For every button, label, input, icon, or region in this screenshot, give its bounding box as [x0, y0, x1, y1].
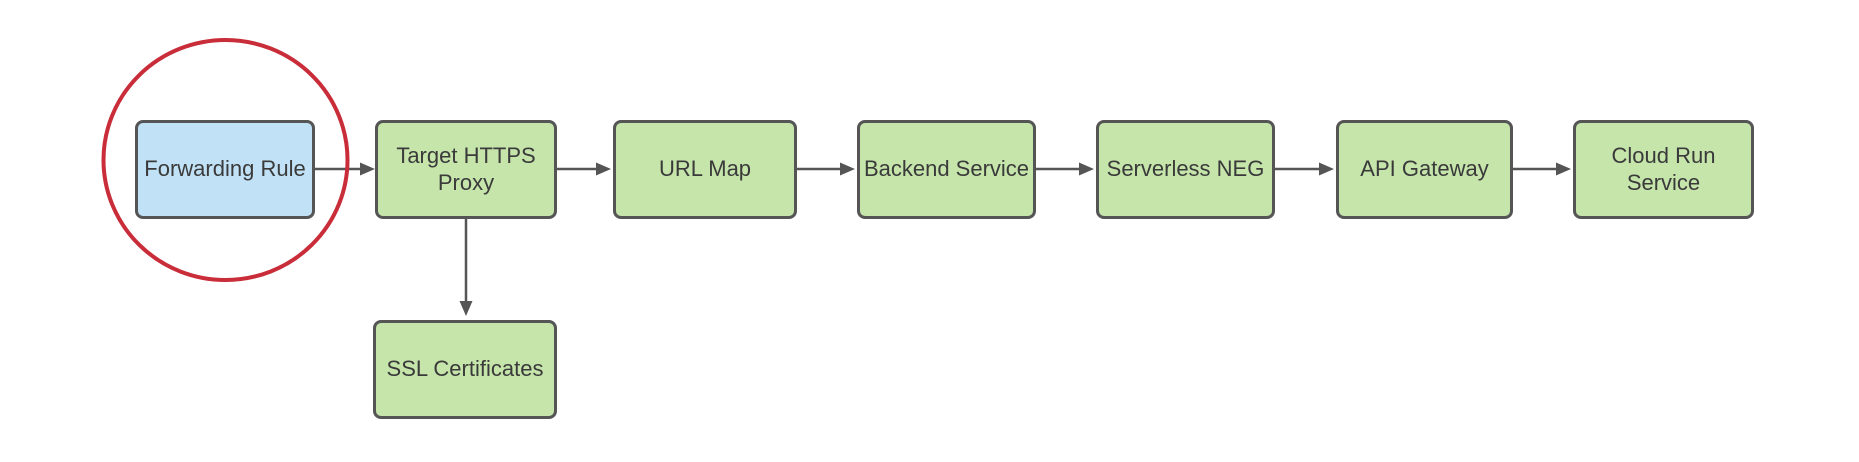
arrow-forwarding-rule-to-target-https-proxy [315, 162, 375, 176]
node-ssl-certificates: SSL Certificates [373, 320, 557, 419]
node-serverless-neg: Serverless NEG [1096, 120, 1275, 219]
node-backend-service: Backend Service [857, 120, 1036, 219]
node-url-map: URL Map [613, 120, 797, 219]
node-cloud-run-service: Cloud Run Service [1573, 120, 1754, 219]
arrow-target-https-proxy-to-url-map [557, 162, 611, 176]
arrow-serverless-neg-to-api-gateway [1275, 162, 1334, 176]
node-forwarding-rule: Forwarding Rule [135, 120, 315, 219]
node-target-https-proxy: Target HTTPS Proxy [375, 120, 557, 219]
arrow-target-https-proxy-to-ssl-certificates [459, 219, 473, 316]
arrow-api-gateway-to-cloud-run-service [1513, 162, 1571, 176]
node-api-gateway: API Gateway [1336, 120, 1513, 219]
arrow-backend-service-to-serverless-neg [1036, 162, 1094, 176]
arrow-url-map-to-backend-service [797, 162, 855, 176]
